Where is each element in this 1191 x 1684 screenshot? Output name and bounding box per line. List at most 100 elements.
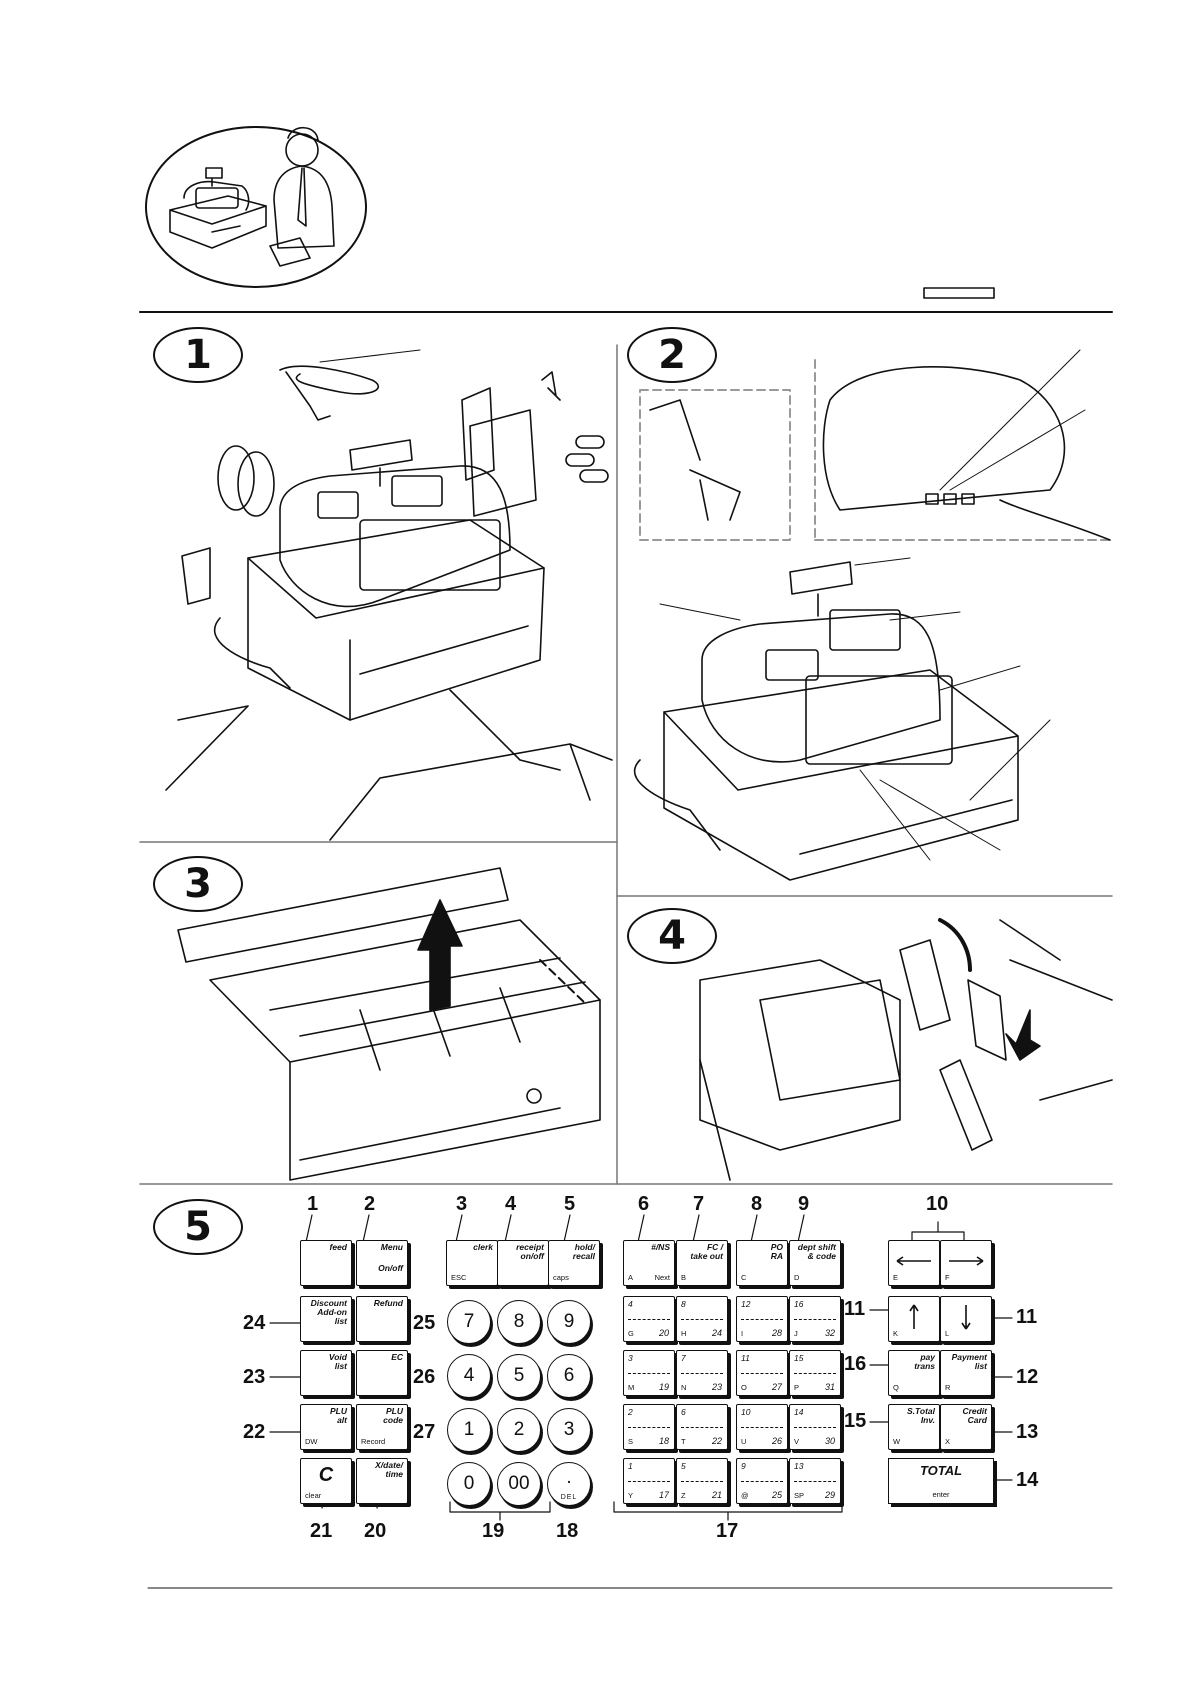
department-number: 11 [741,1353,750,1363]
discount-key[interactable]: Discount Add-on list [300,1296,352,1342]
up-arrow-icon [909,1304,919,1329]
shift-divider [794,1427,836,1428]
callout-26: 26 [413,1366,436,1388]
refund-key[interactable]: Refund [356,1296,408,1342]
panel3-drawer [177,867,601,1181]
department-key[interactable]: 9@25 [736,1458,788,1504]
department-shift-number: 32 [824,1328,835,1338]
payment-list-key-label: Payment list [951,1352,987,1371]
shift-divider [681,1481,723,1482]
numpad-key[interactable]: 0 [447,1462,491,1506]
subtotal-key[interactable]: S.Total Inv.W [888,1404,940,1450]
numpad-key[interactable]: 8 [497,1300,541,1344]
plu-code-key-label: PLU code [383,1406,403,1425]
callout-15: 15 [844,1410,867,1432]
callout-2: 2 [364,1193,376,1215]
fc-key-label: FC / take out [690,1242,723,1261]
department-letter: O [741,1383,747,1392]
department-number: 16 [794,1299,804,1309]
numpad-key[interactable]: 00 [497,1462,541,1506]
down-arrow-key[interactable]: L [940,1296,992,1342]
numpad-key[interactable]: 7 [447,1300,491,1344]
department-letter: V [794,1437,800,1446]
department-letter: P [794,1383,800,1392]
total-key-sub: enter [932,1490,950,1499]
department-shift-number: 27 [771,1382,782,1392]
decimal-key[interactable]: . DEL [547,1462,591,1506]
numpad-key[interactable]: 9 [547,1300,591,1344]
left-arrow-key[interactable]: E [888,1240,940,1286]
feed-key[interactable]: feed [300,1240,352,1286]
department-number: 13 [794,1461,804,1471]
decimal-key-sub: DEL [560,1494,578,1501]
right-arrow-key[interactable]: F [940,1240,992,1286]
pay-trans-key-label: pay trans [914,1352,935,1371]
xdate-key[interactable]: X/date/ time [356,1458,408,1504]
callout-21: 21 [310,1520,333,1542]
numpad-key[interactable]: 4 [447,1354,491,1398]
callout-25: 25 [413,1312,436,1334]
shift-divider [794,1481,836,1482]
numpad-key[interactable]: 2 [497,1408,541,1452]
receipt-key[interactable]: receipt on/off [497,1240,549,1286]
dept-shift-key-label: dept shift & code [797,1242,836,1261]
department-shift-number: 28 [771,1328,782,1338]
panel-number-3: 3 [153,856,243,912]
numpad-key[interactable]: 6 [547,1354,591,1398]
ec-key-label: EC [391,1352,403,1362]
up-arrow-key[interactable]: K [888,1296,940,1342]
clerk-key-sub: ESC [451,1273,467,1282]
department-shift-number: 31 [824,1382,835,1392]
panel2-parts [633,287,1113,881]
numpad-key[interactable]: 1 [447,1408,491,1452]
department-shift-number: 23 [711,1382,722,1392]
numpad-key[interactable]: 5 [497,1354,541,1398]
receipt-key-label: receipt on/off [516,1242,544,1261]
department-number: 9 [741,1461,746,1471]
left-arrow-icon [896,1256,931,1266]
department-letter: I [741,1329,744,1338]
void-key[interactable]: Void list [300,1350,352,1396]
shift-divider [628,1373,670,1374]
decimal-key-label: . [566,1467,572,1488]
callout-13: 13 [1016,1421,1039,1443]
shift-divider [628,1427,670,1428]
hold-recall-key-sub: caps [553,1273,569,1282]
numpad-key[interactable]: 3 [547,1408,591,1452]
department-shift-number: 29 [824,1490,835,1500]
ec-key[interactable]: EC [356,1350,408,1396]
operator-vignette [145,126,367,288]
feed-key-label: feed [329,1242,347,1252]
po-ra-key-label: PO RA [770,1242,783,1261]
shift-divider [681,1373,723,1374]
